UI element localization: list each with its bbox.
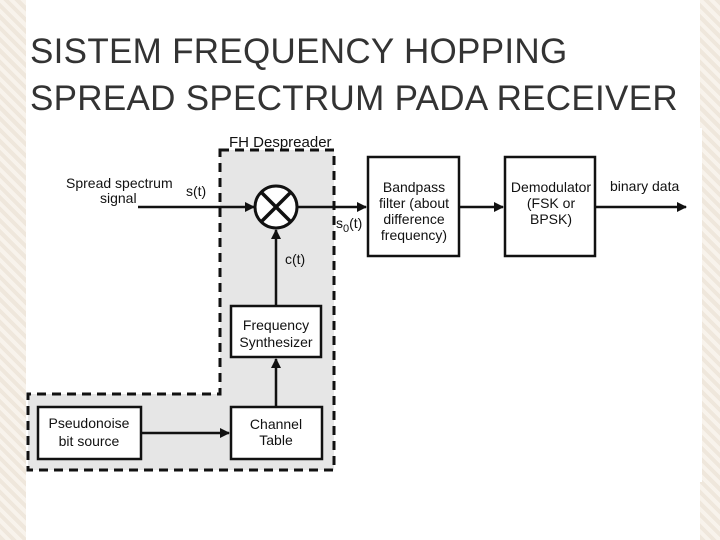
block-diagram: FH Despreader Spread spectrum signal s(t…: [26, 128, 702, 482]
demod-line1: Demodulator: [511, 179, 591, 195]
pn-line1: Pseudonoise: [49, 415, 130, 431]
slide-title-line1: SISTEM FREQUENCY HOPPING: [30, 32, 568, 71]
decorative-border-right: [700, 0, 720, 540]
channel-line1: Channel: [250, 416, 302, 432]
channel-line2: Table: [259, 432, 293, 448]
channel-table-box: [229, 405, 324, 461]
slide-title: SISTEM FREQUENCY HOPPING SPREAD SPECTRUM…: [30, 28, 700, 122]
bandpass-line2: filter (about: [379, 195, 449, 211]
demod-line3: BPSK): [530, 211, 572, 227]
bandpass-line1: Bandpass: [383, 179, 445, 195]
synth-line1: Frequency: [243, 317, 309, 333]
bandpass-line4: frequency): [381, 227, 447, 243]
bandpass-line3: difference: [383, 211, 444, 227]
input-signal-label-line1: Spread spectrum: [66, 175, 173, 191]
fh-despreader-label: FH Despreader: [229, 134, 332, 151]
slide-title-line2: SPREAD SPECTRUM PADA RECEIVER: [30, 79, 678, 118]
bandpass-filter-box: [366, 155, 461, 258]
pn-line2: bit source: [59, 433, 120, 449]
mixer-icon: [253, 184, 299, 230]
demod-line2: (FSK or: [527, 195, 576, 211]
output-label: binary data: [610, 178, 679, 194]
input-signal-label-line2: signal: [100, 190, 137, 206]
decorative-border-left: [0, 0, 26, 540]
block-diagram-svg: FH Despreader Spread spectrum signal s(t…: [26, 134, 687, 472]
signal-s0-label: s0(t): [336, 215, 362, 235]
synth-line2: Synthesizer: [239, 334, 312, 350]
fh-despreader-region: [26, 148, 336, 472]
signal-ct-label: c(t): [285, 251, 305, 267]
signal-st-label: s(t): [186, 183, 206, 199]
